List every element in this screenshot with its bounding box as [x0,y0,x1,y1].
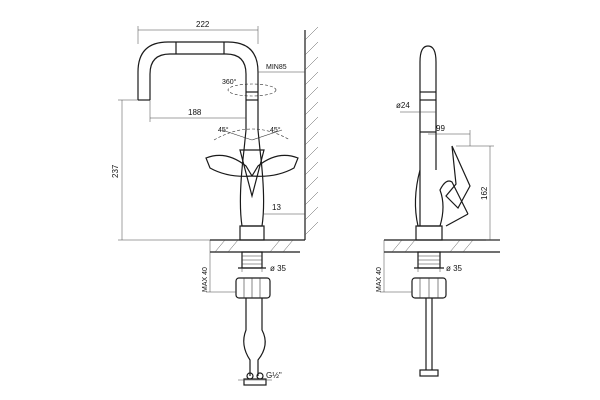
dim-thread-side-label: ø 35 [446,264,463,273]
body-side [414,145,471,241]
dim-lever-reach-label: 99 [436,124,445,133]
dim-spout-side: ø24 [396,101,436,113]
dim-max-front-label: MAX 40 [202,267,209,292]
dim-max-side: MAX 40 [376,240,412,293]
dim-angle-right-label: 45° [270,126,281,134]
dim-spout-side-label: ø24 [396,101,410,110]
body-front [205,128,299,241]
countertop-side [384,239,500,253]
hose-side [419,298,439,377]
dim-reach-label: 222 [196,20,210,29]
rotation-ellipse [227,83,277,97]
thread-side [414,251,444,269]
dim-max-front: MAX 40 [202,240,236,293]
thread-front [238,251,266,269]
hoses-front [243,298,267,386]
spout-side [419,45,437,226]
dim-offset: 13 [264,203,305,215]
side-view: ø24 99 162 ø 35 MAX 40 [376,45,500,377]
dim-spout-inner-label: 188 [188,108,202,117]
dim-thread-front-label: ø 35 [270,264,287,273]
dim-lever-reach: 99 [428,124,471,146]
dim-rotation-label: 360° [222,78,237,86]
dim-offset-label: 13 [272,203,281,212]
countertop-front [210,239,305,253]
dim-thread-front: ø 35 [241,264,287,273]
dim-spout-inner: 188 [149,100,246,122]
dim-height-label: 237 [111,164,120,178]
dim-height: 237 [111,99,210,241]
dim-lever-height: 162 [456,145,500,241]
dim-max-side-label: MAX 40 [376,267,383,292]
dim-reach: 222 [137,20,259,44]
dim-angle-left-label: 45° [218,126,229,134]
spout-front [137,41,259,130]
dim-hose: G½" [238,371,282,381]
wall-hatch [304,26,319,240]
dim-lever-height-label: 162 [480,186,489,200]
nut-front [235,277,271,299]
front-view: 222 MIN85 360° 188 45° 45° 237 13 [111,20,319,386]
dim-min-label: MIN85 [266,64,287,71]
dim-hose-label: G½" [266,371,282,380]
dim-thread-side: ø 35 [417,264,463,273]
nut-side [411,277,447,299]
dim-min: MIN85 [258,64,305,73]
